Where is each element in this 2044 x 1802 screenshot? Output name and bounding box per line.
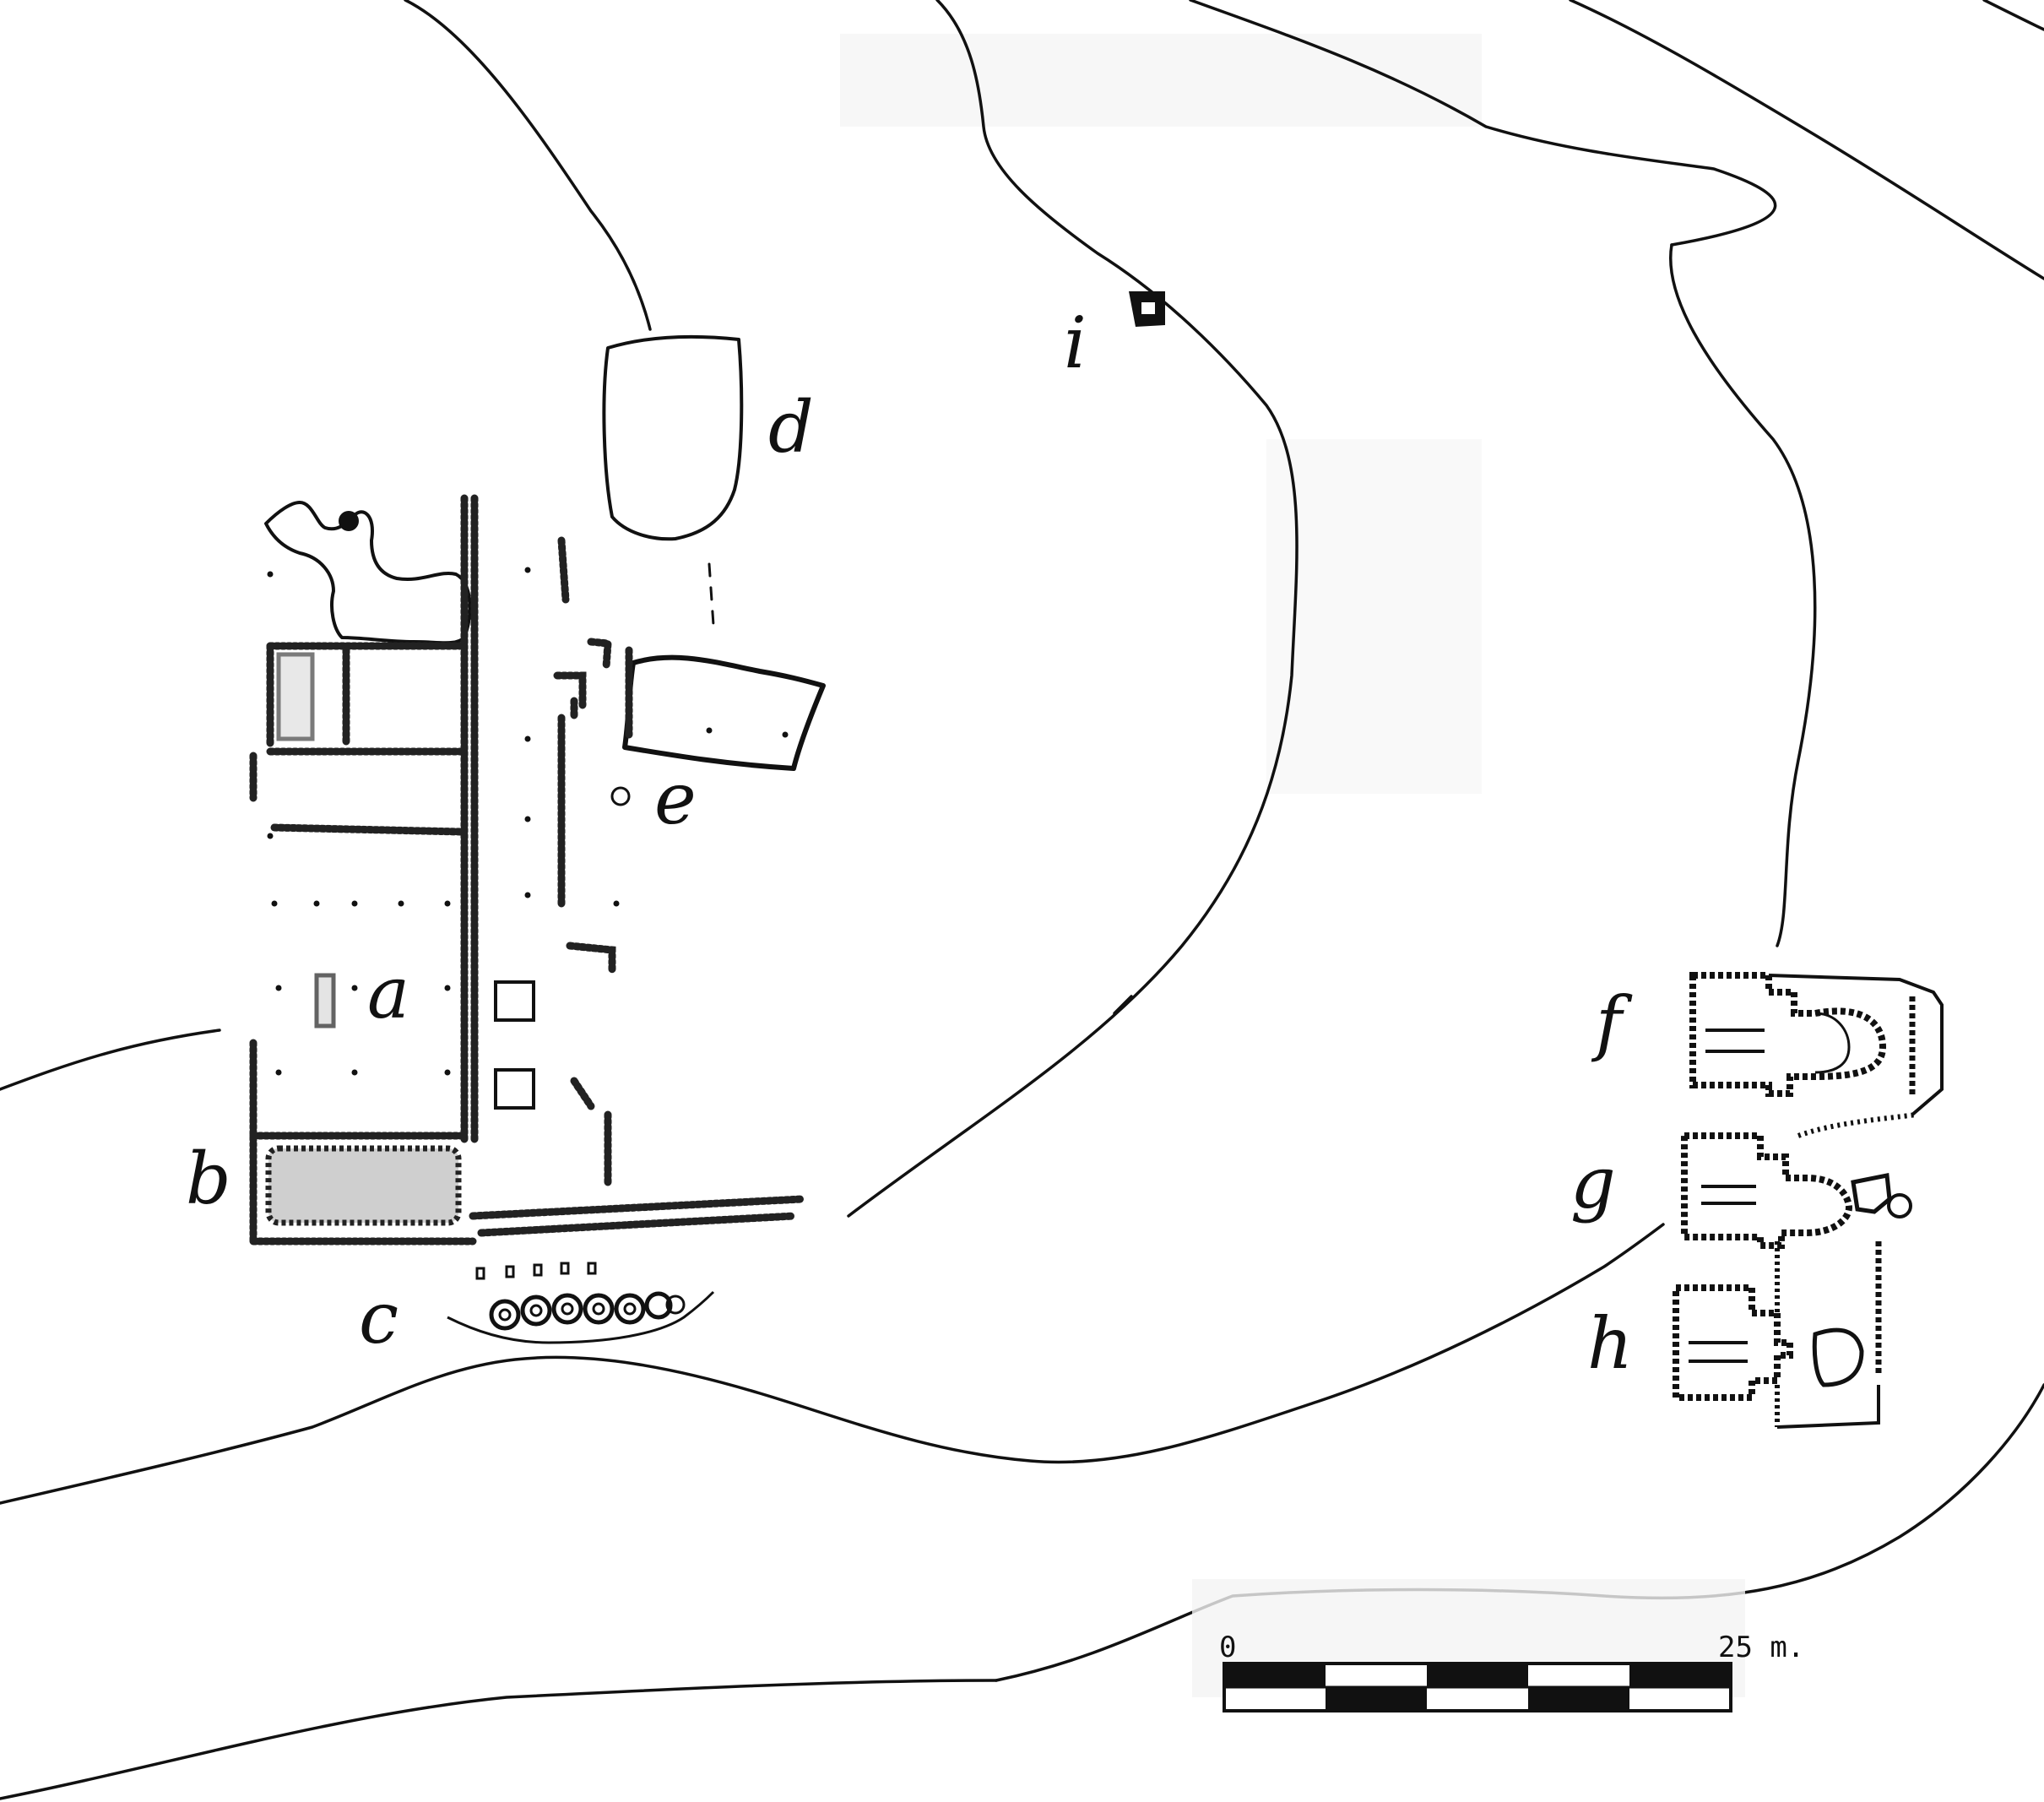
structure-a-walls (249, 494, 806, 1246)
structure-i (1129, 291, 1165, 327)
structure-d-trace (708, 562, 715, 627)
label-d: d (768, 386, 814, 469)
contour-line-8 (0, 1223, 1665, 1505)
structure-e-enclosure (622, 654, 826, 771)
structure-f-church (1689, 972, 1944, 1116)
contour-line-1 (404, 0, 652, 331)
structure-h-church (1673, 1241, 1882, 1429)
paper-patches (840, 34, 1482, 794)
label-f: f (1591, 981, 1633, 1064)
label-e: e (654, 757, 697, 840)
pier-lower (494, 1068, 535, 1110)
structure-e-well (610, 786, 631, 806)
label-h: h (1587, 1302, 1633, 1385)
structure-b-cistern (265, 1145, 462, 1226)
scale-bar: 0 25 m. (1192, 1579, 1804, 1712)
column-bases (267, 567, 789, 1076)
structure-d-outline (602, 334, 744, 541)
contour-line-2 (847, 0, 1299, 1218)
structure-c-circles (447, 1262, 715, 1344)
label-a: a (367, 952, 409, 1034)
contour-line-6 (1982, 0, 2044, 31)
structure-g-church (1681, 1112, 1917, 1249)
label-i: i (1064, 301, 1087, 384)
label-g: g (1570, 1142, 1616, 1224)
label-c: c (359, 1277, 398, 1360)
contour-line-7 (0, 1029, 221, 1091)
scale-start-label: 0 (1219, 1631, 1236, 1664)
structure-e-fragments (553, 638, 633, 739)
scale-end-label: 25 m. (1718, 1631, 1804, 1664)
contour-line-5 (1569, 0, 2044, 280)
contour-line-10 (0, 1679, 998, 1800)
contour-line-4 (1669, 243, 1817, 947)
contour-line-11 (1113, 995, 1133, 1015)
label-b: b (186, 1137, 231, 1220)
contour-line-3 (1189, 0, 1777, 247)
pier-upper (494, 980, 535, 1022)
